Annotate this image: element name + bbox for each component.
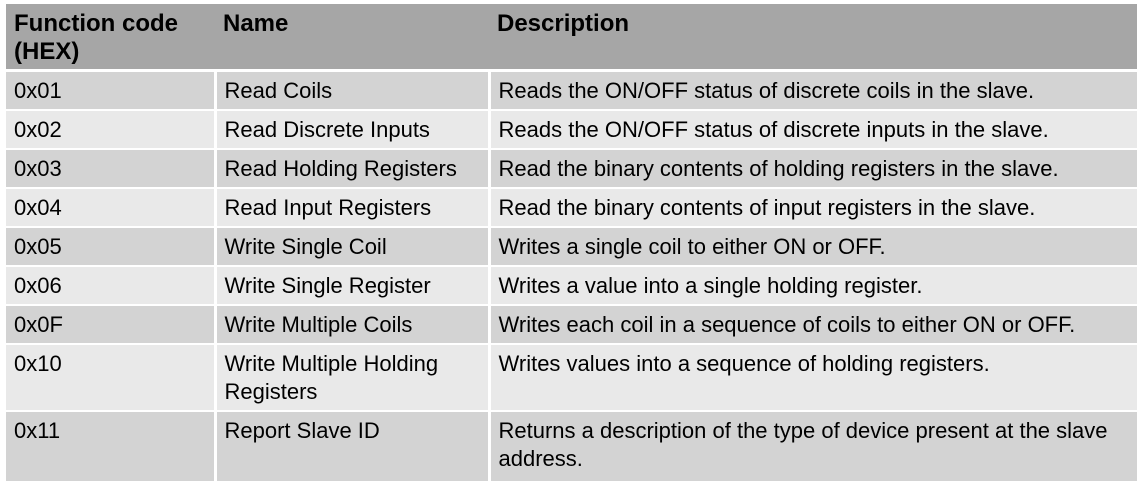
- cell-name: Read Input Registers: [213, 186, 489, 227]
- table-row: 0x01 Read Coils Reads the ON/OFF status …: [6, 69, 1137, 110]
- cell-code: 0x04: [6, 186, 215, 227]
- table-body: 0x01 Read Coils Reads the ON/OFF status …: [6, 69, 1137, 481]
- function-code-table: Function code (HEX) Name Description 0x0…: [6, 4, 1137, 481]
- cell-name: Write Single Coil: [213, 225, 489, 266]
- table-row: 0x03 Read Holding Registers Read the bin…: [6, 147, 1137, 188]
- cell-description: Read the binary contents of holding regi…: [487, 147, 1137, 188]
- header-description: Description: [489, 4, 1137, 72]
- cell-description: Read the binary contents of input regist…: [487, 186, 1137, 227]
- cell-name: Report Slave ID: [213, 409, 489, 481]
- cell-name: Read Discrete Inputs: [213, 108, 489, 149]
- cell-description: Returns a description of the type of dev…: [487, 409, 1137, 481]
- cell-name: Write Multiple Holding Registers: [213, 342, 489, 411]
- cell-code: 0x10: [6, 342, 215, 411]
- table-row: 0x10 Write Multiple Holding Registers Wr…: [6, 342, 1137, 411]
- cell-code: 0x0F: [6, 303, 215, 344]
- table-row: 0x02 Read Discrete Inputs Reads the ON/O…: [6, 108, 1137, 149]
- cell-code: 0x06: [6, 264, 215, 305]
- cell-name: Write Single Register: [213, 264, 489, 305]
- table-row: 0x0F Write Multiple Coils Writes each co…: [6, 303, 1137, 344]
- cell-code: 0x03: [6, 147, 215, 188]
- cell-description: Writes each coil in a sequence of coils …: [487, 303, 1137, 344]
- header-function-code: Function code (HEX): [6, 4, 215, 72]
- table-row: 0x11 Report Slave ID Returns a descripti…: [6, 409, 1137, 481]
- cell-code: 0x11: [6, 409, 215, 481]
- cell-description: Reads the ON/OFF status of discrete inpu…: [487, 108, 1137, 149]
- cell-code: 0x01: [6, 69, 215, 110]
- cell-code: 0x02: [6, 108, 215, 149]
- cell-name: Read Holding Registers: [213, 147, 489, 188]
- header-row: Function code (HEX) Name Description: [6, 4, 1137, 72]
- table-header: Function code (HEX) Name Description: [6, 4, 1137, 72]
- table-row: 0x05 Write Single Coil Writes a single c…: [6, 225, 1137, 266]
- table-row: 0x04 Read Input Registers Read the binar…: [6, 186, 1137, 227]
- cell-description: Reads the ON/OFF status of discrete coil…: [487, 69, 1137, 110]
- cell-description: Writes a value into a single holding reg…: [487, 264, 1137, 305]
- cell-description: Writes values into a sequence of holding…: [487, 342, 1137, 411]
- table-row: 0x06 Write Single Register Writes a valu…: [6, 264, 1137, 305]
- cell-name: Read Coils: [213, 69, 489, 110]
- cell-code: 0x05: [6, 225, 215, 266]
- header-name: Name: [215, 4, 489, 72]
- cell-description: Writes a single coil to either ON or OFF…: [487, 225, 1137, 266]
- cell-name: Write Multiple Coils: [213, 303, 489, 344]
